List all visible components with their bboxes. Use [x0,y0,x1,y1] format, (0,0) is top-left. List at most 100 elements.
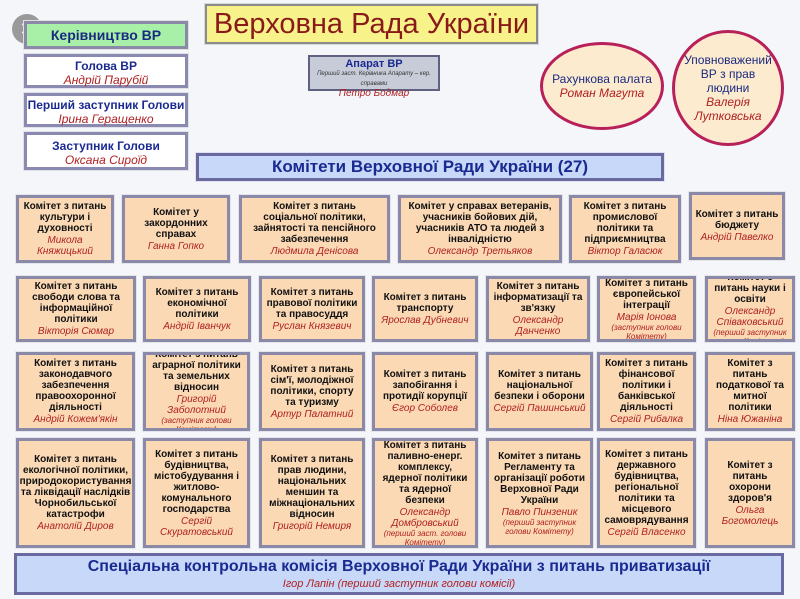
committee-card[interactable]: Комітет з питань свободи слова та інформ… [15,275,137,343]
committee-chair: Сергій Рибалка [609,414,684,425]
committee-card[interactable]: Комітет з питань прав людини, національн… [258,437,366,549]
committee-chair: Микола Княжицький [36,235,93,257]
committee-chair: Андрій Кожем'якін [33,414,118,425]
apparatus-subtitle: Перший заст. Керівника Апарату – кер. сп… [317,71,431,87]
committee-title: Комітет з питань Регламенту та організац… [494,450,585,506]
ombudsman-person: Валерія Лутковська [694,95,762,123]
committee-chair-note: (перший заступник голови Комітету) [502,517,577,536]
committee-card[interactable]: Комітет з питань будівництва, містобудув… [142,437,251,549]
committee-card[interactable]: Комітет з питань законодавчого забезпече… [15,351,136,432]
committee-title: Комітет з питань європейської інтеграції [605,277,688,311]
leadership-card-first-deputy[interactable]: Перший заступник Голови Ірина Геращенко [23,92,189,128]
committee-card[interactable]: Комітет з питань національної безпеки і … [485,351,594,432]
special-commission-person: Ігор Лапін (перший заступник голови комі… [282,578,516,590]
leadership-person: Андрій Парубій [63,73,149,87]
committee-title: Комітет з питань науки і освіти [714,276,786,305]
committee-chair: Сергій Пашинський [493,403,586,414]
apparatus-box[interactable]: Апарат ВР Перший заст. Керівника Апарату… [308,55,440,99]
committee-title: Комітет з питань паливно-енерг. комплекс… [382,439,468,506]
committee-card[interactable]: Комітет з питань податкової та митної по… [704,351,796,432]
committee-card[interactable]: Комітет з питань екологічної політики, п… [15,437,136,549]
committee-title: Комітет з питань свободи слова та інформ… [32,281,120,325]
committee-chair: Андрій Павелко [700,232,774,243]
committee-card[interactable]: Комітет з питань інформатизації та зв'яз… [485,275,591,343]
special-commission[interactable]: Спеціальна контрольна комісія Верховної … [14,553,784,595]
committee-chair: Григорій Немиря [272,521,352,532]
leadership-title: Голова ВР [75,59,137,73]
committee-title: Комітет з питань охорони здоров'я [727,459,773,504]
committee-chair: Сергій Скуратовський [160,515,233,538]
committee-title: Комітет з питань прав людини, національн… [269,454,355,520]
committee-chair: Олександр Данченко [512,315,564,337]
committee-chair: Олександр Третьяков [427,246,533,257]
committee-card[interactable]: Комітет з питань державного будівництва,… [596,437,697,549]
committee-title: Комітет у справах ветеранів, учасників б… [408,201,552,245]
committee-title: Комітет у закордонних справах [144,206,208,240]
committee-chair: Людмила Денісова [270,246,359,257]
leadership-person: Ірина Геращенко [58,112,154,126]
apparatus-person: Петро Бодмар [338,88,410,99]
committee-chair: Ніна Южаніна [717,414,783,425]
committee-chair-note: (перший заст. голови Комітету) [383,528,467,547]
committee-card[interactable]: Комітет у справах ветеранів, учасників б… [397,194,563,264]
committee-title: Комітет з питань законодавчого забезпече… [34,358,117,413]
committee-title: Комітет з питань правової політики та пр… [266,286,358,320]
leadership-card-chair[interactable]: Голова ВР Андрій Парубій [23,53,189,89]
committee-card[interactable]: Комітет з питань Регламенту та організац… [485,437,594,549]
committee-card[interactable]: Комітет з питань соціальної політики, за… [238,194,391,264]
committee-chair: Марія Іонова [616,311,677,323]
committee-chair: Віктор Галасюк [587,246,663,257]
special-commission-title: Спеціальна контрольна комісія Верховної … [87,558,711,575]
audit-person: Роман Магута [559,86,645,100]
committee-title: Комітет з питань державного будівництва,… [604,448,689,526]
committee-chair: Андрій Іванчук [163,320,231,332]
committee-title: Комітет з питань промислової політики та… [583,201,667,245]
committee-title: Комітет з питань транспорту [383,292,467,314]
committee-chair: Ярослав Дубневич [381,315,469,326]
committee-title: Комітет з питань соціальної політики, за… [253,201,376,245]
committee-chair: Ольга Богомолець [721,504,779,527]
committee-chair: Олександр Співаковський [716,306,784,328]
committee-chair: Вікторія Сюмар [37,326,115,337]
leadership-header: Керівництво ВР [23,20,189,50]
committee-card[interactable]: Комітет з питань сім'ї, молодіжної політ… [258,351,366,432]
ombudsman-oval[interactable]: Уповноважений ВР з прав людини Валерія Л… [672,30,784,146]
committee-card[interactable]: Комітет з питань фінансової політики і б… [596,351,697,432]
committee-chair: Артур Палатний [270,408,354,420]
committee-title: Комітет з питань економічної політики [155,286,239,320]
committee-card[interactable]: Комітет з питань європейської інтеграції… [596,275,697,343]
committee-card[interactable]: Комітет з питань правової політики та пр… [258,275,366,343]
ombudsman-title: Уповноважений ВР з прав людини [684,53,772,95]
committee-card[interactable]: Комітет з питань паливно-енерг. комплекс… [371,437,479,549]
page-title: Верховна Рада України [204,3,539,45]
committee-card[interactable]: Комітет з питань промислової політики та… [568,194,682,264]
leadership-person: Оксана Сироїд [64,153,148,167]
committee-chair-note: (перший заступник голови Комітету) [713,328,787,342]
committee-title: Комітет з питань екологічної політики, п… [19,454,132,520]
committee-title: Комітет з питань національної безпеки і … [494,369,585,402]
committee-chair: Анатолій Диров [37,521,114,532]
committee-title: Комітет з питань фінансової політики і б… [605,358,688,413]
committee-chair-note: (заступник голови Комітету) [611,322,682,341]
committees-header: Комітети Верховної Ради України (27) [195,152,665,182]
leadership-card-deputy[interactable]: Заступник Голови Оксана Сироїд [23,131,189,171]
committee-title: Комітет з питань запобігання і протидії … [382,369,468,402]
committee-card[interactable]: Комітет з питань аграрної політики та зе… [142,351,251,432]
committee-chair: Павло Пинзеник [501,506,578,518]
committee-chair: Єгор Соболев [392,403,458,414]
committee-chair: Олександр Домбровський [391,506,459,529]
leadership-title: Заступник Голови [52,139,160,153]
audit-title: Рахункова палата [552,72,652,86]
committee-card[interactable]: Комітет з питань запобігання і протидії … [371,351,479,432]
audit-chamber-oval[interactable]: Рахункова палата Роман Магута [540,42,664,130]
committee-title: Комітет з питань інформатизації та зв'яз… [493,281,583,314]
committee-title: Комітет з питань бюджету [695,209,779,231]
committee-title: Комітет з питань податкової та митної по… [716,358,784,413]
